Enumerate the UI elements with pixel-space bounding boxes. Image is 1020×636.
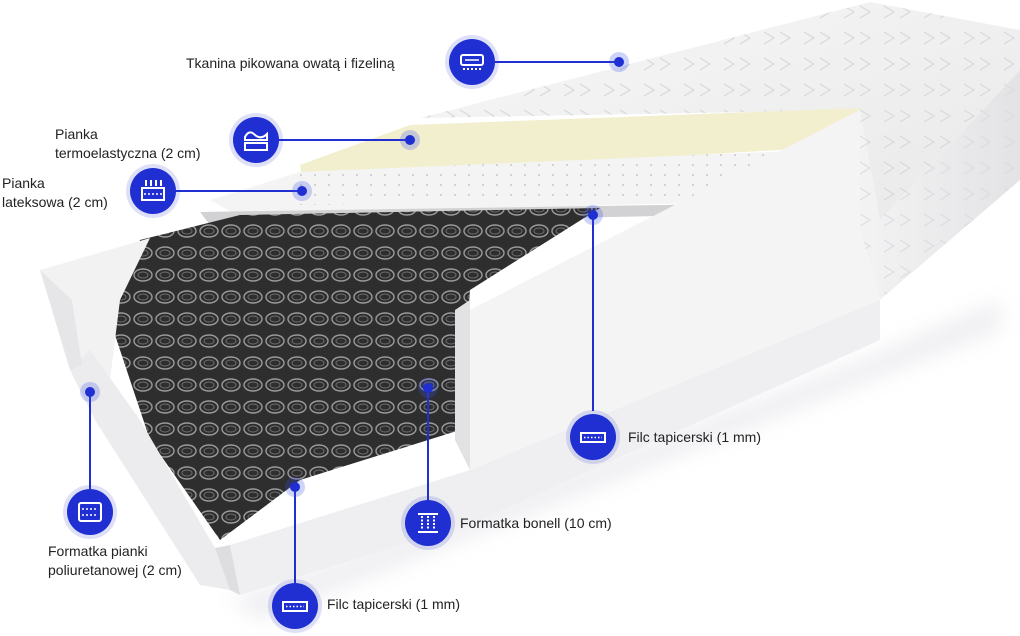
label-thermo-line2: termoelastyczna (2 cm) <box>55 145 201 161</box>
quilted-fabric-icon <box>449 39 495 85</box>
label-latex-line2: lateksowa (2 cm) <box>2 194 108 210</box>
felt-layer-icon-bottom <box>272 583 318 629</box>
latex-foam-icon <box>130 168 176 214</box>
label-pu-line2: poliuretanowej (2 cm) <box>48 562 182 578</box>
connector-thermo <box>278 139 410 141</box>
connector-latex <box>175 190 303 192</box>
felt-layer-icon-right <box>570 414 616 460</box>
connector-pu <box>89 393 91 489</box>
pointer-thermo <box>405 135 415 145</box>
label-fabric: Tkanina pikowana owatą i fizeliną <box>186 55 395 71</box>
label-bonell: Formatka bonell (10 cm) <box>460 515 612 531</box>
label-felt-bottom: Filc tapicerski (1 mm) <box>327 596 461 612</box>
label-pu-line1: Formatka pianki <box>48 543 148 559</box>
pointer-felt-bottom <box>290 482 300 492</box>
pointer-fabric <box>614 57 624 67</box>
bonell-spring-icon <box>405 500 451 546</box>
connector-bonell <box>427 389 429 501</box>
connector-felt-right <box>592 217 594 411</box>
pointer-felt-right <box>588 210 598 220</box>
pu-foam-icon <box>67 489 113 535</box>
pointer-bonell <box>423 383 433 393</box>
memory-foam-icon <box>233 117 279 163</box>
pointer-latex <box>297 186 307 196</box>
label-latex-line1: Pianka <box>2 175 45 191</box>
connector-fabric <box>495 61 621 63</box>
label-thermo-line1: Pianka <box>55 126 98 142</box>
connector-felt-bottom <box>294 487 296 583</box>
pointer-pu <box>85 387 95 397</box>
label-felt-right: Filc tapicerski (1 mm) <box>628 429 762 445</box>
